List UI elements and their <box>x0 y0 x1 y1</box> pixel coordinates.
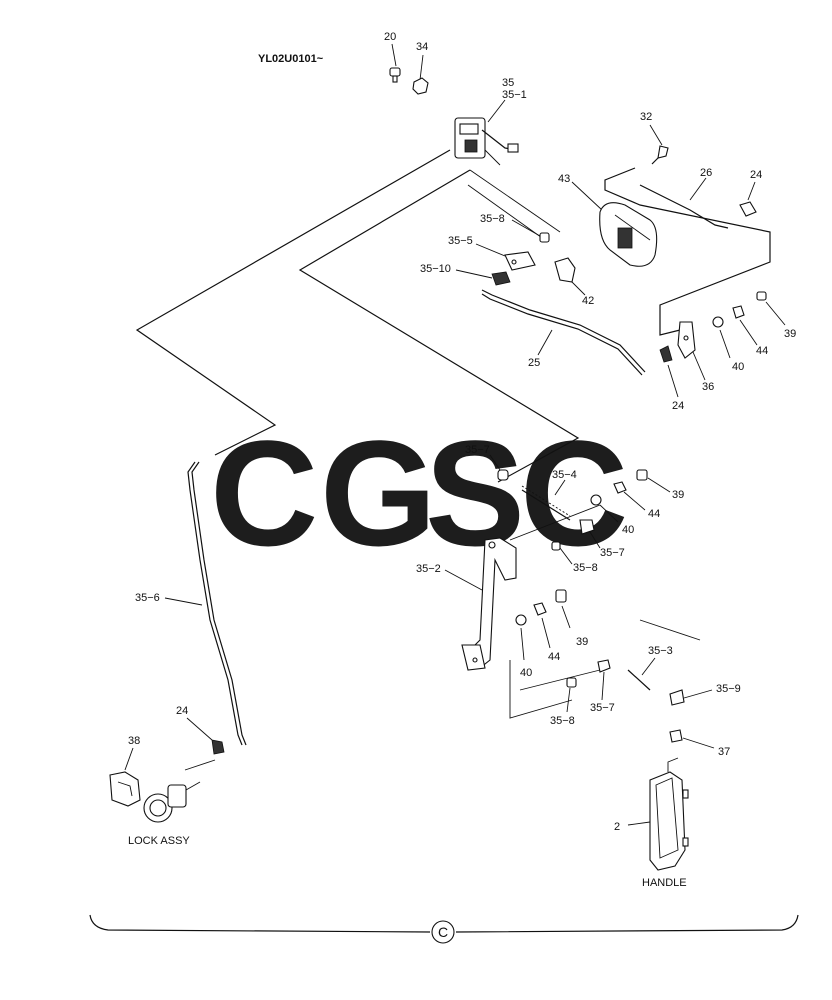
callout-36: 36 <box>702 381 714 393</box>
part-38-lock-assy <box>109 747 201 823</box>
watermark-letter-2: G <box>320 409 437 577</box>
callout-35-8-lower: 35−8 <box>550 715 575 727</box>
callout-35-3: 35−3 <box>648 645 673 657</box>
callout-35-10: 35−10 <box>420 263 451 275</box>
callout-2: 2 <box>614 821 620 833</box>
callout-25: 25 <box>528 357 540 369</box>
callout-35-7-upper: 35−7 <box>465 444 490 456</box>
callout-40-upper: 40 <box>732 361 744 373</box>
callout-24-lower: 24 <box>176 705 188 717</box>
part-20-bolt <box>389 43 401 83</box>
section-mark-letter: C <box>438 924 448 940</box>
part-36-lever-group <box>659 291 786 398</box>
callout-35-7-lower: 35−7 <box>590 702 615 714</box>
part-32-screw <box>649 124 669 165</box>
callout-24-mid: 24 <box>672 400 684 412</box>
part-39-44-40-lower <box>515 589 571 661</box>
part-24-clip-upper <box>739 181 757 217</box>
callout-35-8-mid: 35−8 <box>573 562 598 574</box>
callout-44-lower: 44 <box>548 651 560 663</box>
assembly-guide-lines <box>135 149 771 771</box>
part-35-7-bolt-upper <box>489 454 509 481</box>
callout-35-4: 35−4 <box>552 469 577 481</box>
part-35-8-pin-upper <box>511 219 550 243</box>
part-35-7-8-mid <box>551 519 601 565</box>
callout-37: 37 <box>718 746 730 758</box>
callout-34: 34 <box>416 41 428 53</box>
callout-39-mid: 39 <box>672 489 684 501</box>
part-35-4-threaded-rod <box>521 479 571 521</box>
callout-35-8-upper: 35−8 <box>480 213 505 225</box>
callout-43: 43 <box>558 173 570 185</box>
part-25-rod <box>481 289 646 376</box>
callout-20: 20 <box>384 31 396 43</box>
part-34-nut <box>412 54 429 95</box>
part-43-actuator <box>571 181 658 267</box>
lock-assy-caption: LOCK ASSY <box>128 835 190 847</box>
part-35-10-clip <box>455 269 511 286</box>
callout-44-upper: 44 <box>756 345 768 357</box>
callout-35-6: 35−6 <box>135 592 160 604</box>
callout-40-mid: 40 <box>622 524 634 536</box>
callout-labels: 20 34 35 35−1 32 26 43 24 35−8 35−5 35−1… <box>128 31 796 833</box>
callout-38: 38 <box>128 735 140 747</box>
callout-40-lower: 40 <box>520 667 532 679</box>
handle-caption: HANDLE <box>642 877 687 889</box>
callout-42: 42 <box>582 295 594 307</box>
callout-39-upper: 39 <box>784 328 796 340</box>
callout-35-5: 35−5 <box>448 235 473 247</box>
watermark-letter-4: C <box>520 409 628 577</box>
part-2-handle <box>627 757 689 871</box>
watermark: C G S C <box>210 409 628 577</box>
part-35-3-7-8-lower <box>566 657 656 713</box>
part-24-clip-lower <box>186 717 225 755</box>
model-code: YL02U0101~ <box>258 53 324 65</box>
part-35-2-lever-arm <box>444 537 517 671</box>
callout-35-2: 35−2 <box>416 563 441 575</box>
part-35-6-long-rod <box>164 461 247 746</box>
callout-26: 26 <box>700 167 712 179</box>
callout-44-mid: 44 <box>648 508 660 520</box>
section-bracket <box>89 914 799 944</box>
part-39-44-40-mid <box>590 469 671 523</box>
part-35-5-plate <box>475 243 536 271</box>
callout-35: 35 <box>502 77 514 89</box>
callout-24-upper: 24 <box>750 169 762 181</box>
callout-32: 32 <box>640 111 652 123</box>
callout-35-9: 35−9 <box>716 683 741 695</box>
part-35-latch <box>454 99 519 166</box>
callout-39-lower: 39 <box>576 636 588 648</box>
part-37 <box>669 729 715 749</box>
watermark-letter-1: C <box>210 409 318 577</box>
part-42-bracket <box>554 257 586 296</box>
callout-35-1: 35−1 <box>502 89 527 101</box>
callout-35-7-mid: 35−7 <box>600 547 625 559</box>
part-35-9 <box>669 689 713 706</box>
part-26-rod <box>639 177 729 229</box>
